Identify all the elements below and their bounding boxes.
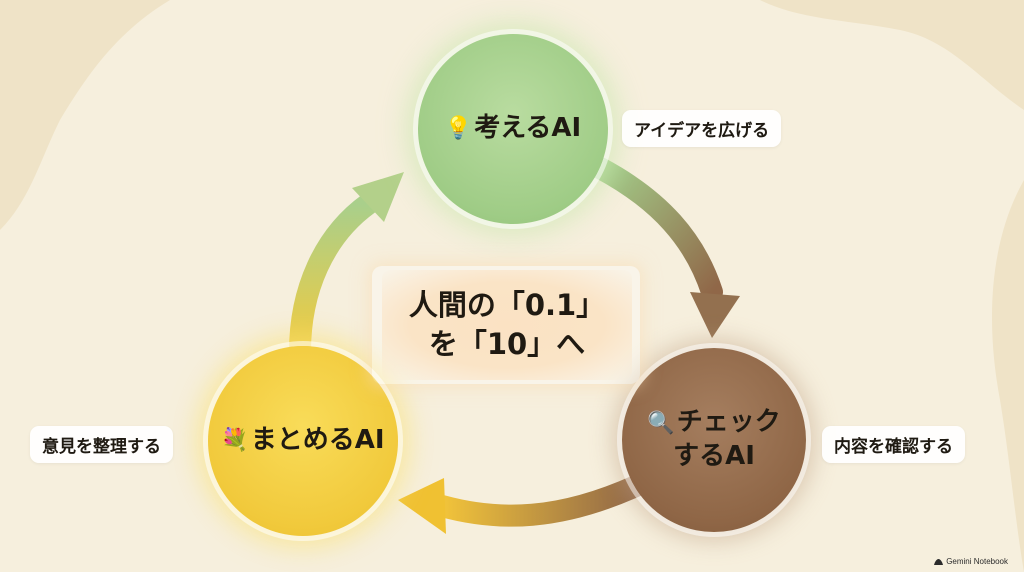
- footer-brand-label: Gemini Notebook: [946, 557, 1008, 566]
- lightbulb-icon: 💡: [444, 115, 473, 141]
- background-blob-right: [991, 180, 1024, 572]
- arrow-check-to-summary: [431, 475, 647, 527]
- node-check-label-line1: チェック: [676, 407, 781, 438]
- summary-description: 意見を整理する: [30, 426, 173, 463]
- node-check-label-line2: するAI: [673, 441, 755, 471]
- background-blob-top-right: [760, 0, 1024, 110]
- arrow-summary-to-think: [289, 193, 379, 363]
- node-summary-ai: 💐まとめるAI: [208, 346, 398, 536]
- center-message: 人間の「0.1」 を「10」へ: [382, 270, 632, 380]
- think-description: アイデアを広げる: [622, 110, 782, 147]
- arrow-summary-to-think-head: [352, 172, 404, 222]
- bouquet-icon: 💐: [221, 427, 249, 453]
- check-description: 内容を確認する: [822, 426, 965, 463]
- arrow-think-to-check: [589, 157, 723, 303]
- background-blob-top-left: [0, 0, 170, 230]
- arrow-think-to-check-head: [690, 292, 740, 338]
- footer-brand: Gemini Notebook: [934, 557, 1008, 566]
- magnifier-icon: 🔍: [647, 411, 675, 437]
- node-summary-label: まとめるAI: [250, 425, 385, 456]
- node-think-label: 考えるAI: [474, 113, 582, 144]
- arrow-check-to-summary-head: [398, 478, 446, 534]
- center-line1: 人間の「0.1」: [408, 287, 606, 322]
- notebook-icon: [934, 558, 944, 565]
- center-line2: を「10」へ: [428, 327, 586, 361]
- node-think-ai: 💡考えるAI: [418, 34, 608, 224]
- node-check-ai: 🔍チェック するAI: [622, 348, 806, 532]
